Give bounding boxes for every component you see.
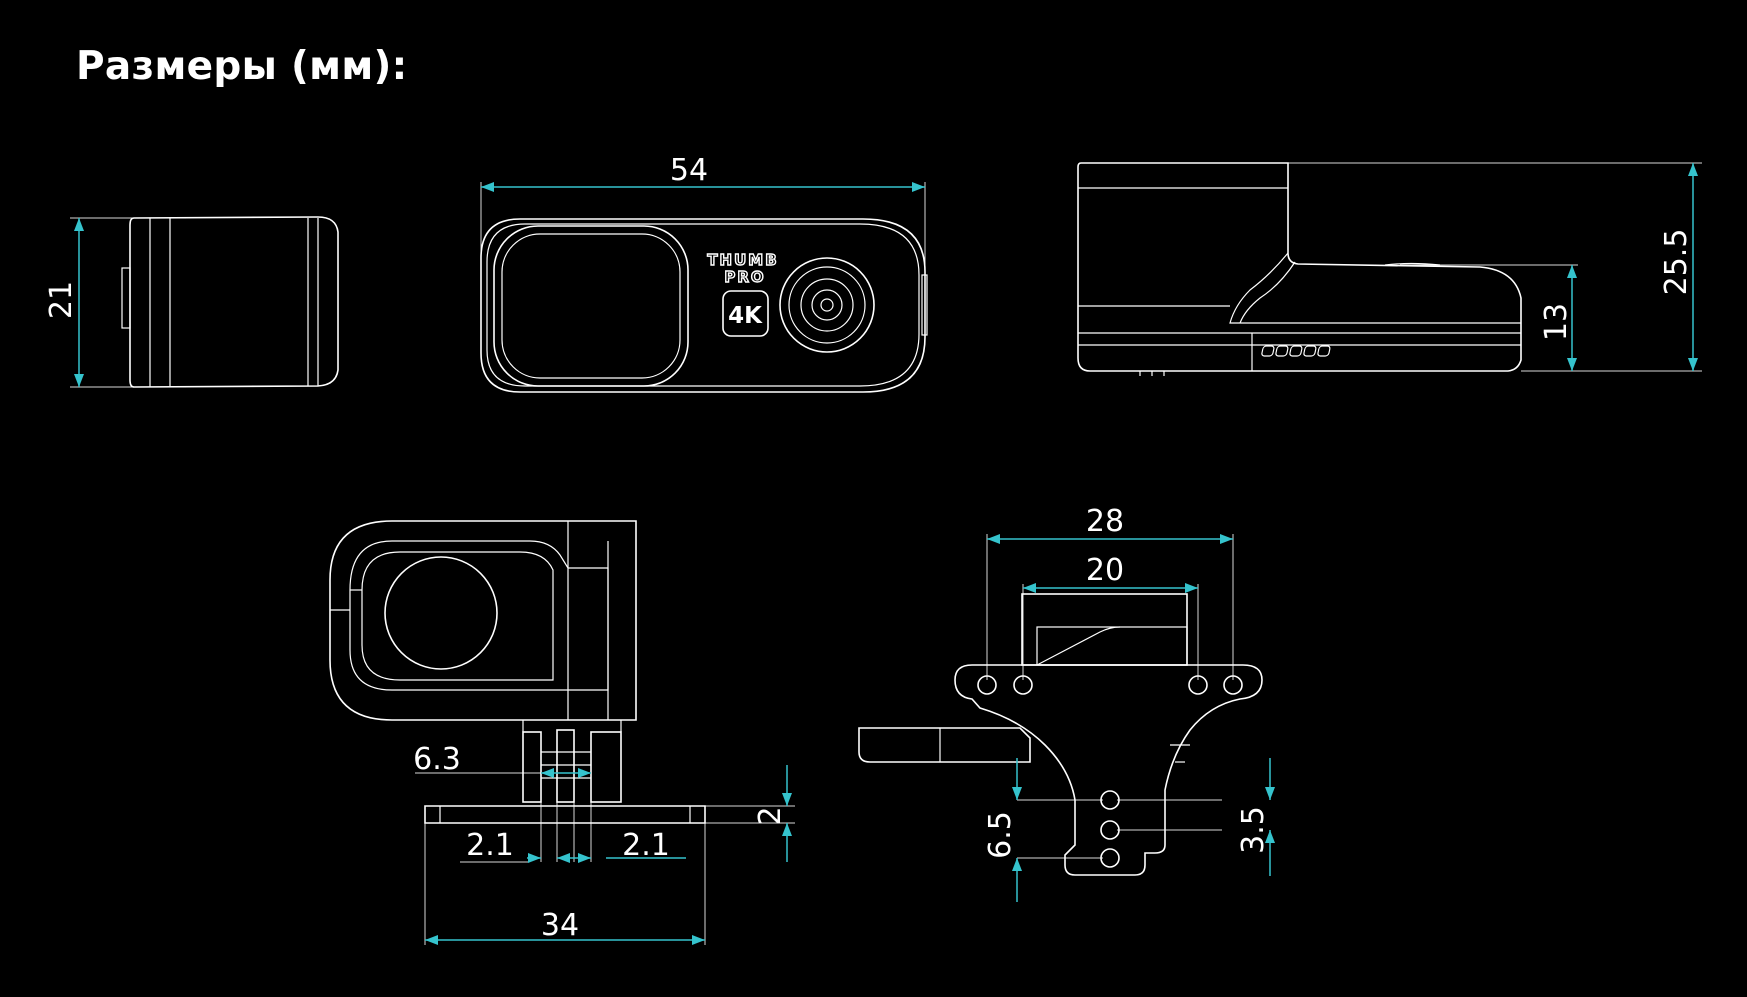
dim-hole-span: 6.5: [983, 811, 1018, 859]
bracket-front-view: 6.3 2.1 2.1 2 34: [329, 520, 795, 945]
dim-gap-left: 2.1: [466, 828, 514, 863]
dim-plate-thickness: 2: [753, 806, 788, 825]
side-view-small: 21: [44, 216, 339, 388]
button-icon: [779, 257, 875, 353]
dim-gap-right: 2.1: [622, 828, 670, 863]
dim-hole-pitch: 3.5: [1236, 806, 1271, 854]
product-name-line1: THUMB: [707, 251, 778, 269]
dim-base-width: 34: [541, 908, 579, 943]
dim-mount-inner: 20: [1086, 553, 1124, 588]
vent-icon: [1261, 345, 1331, 357]
bracket-mount-view: 28 20 6.5 3.5: [858, 504, 1275, 902]
side-view-large: 25.5 13: [1077, 162, 1702, 376]
front-view: THUMB PRO 4K 54: [480, 153, 928, 393]
dim-mount-outer: 28: [1086, 504, 1124, 539]
dim-height-side: 21: [44, 281, 79, 319]
dim-hinge-width: 6.3: [413, 742, 461, 777]
product-name-line2: PRO: [724, 268, 765, 286]
badge-label: 4K: [728, 303, 763, 329]
dim-body-height: 13: [1539, 303, 1574, 341]
dim-total-height: 25.5: [1659, 229, 1694, 296]
dim-length: 54: [670, 153, 708, 188]
4k-badge-icon: [722, 290, 769, 337]
page-title: Размеры (мм):: [76, 44, 408, 89]
